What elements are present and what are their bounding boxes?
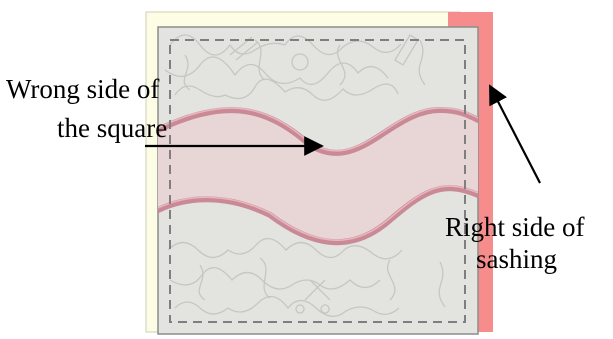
square-wrong-side (157, 26, 479, 335)
wavy-band-top-edge-highlight (158, 107, 478, 152)
wavy-band-bottom-edge-highlight (158, 185, 478, 241)
label-right-side-line1: Right side of (445, 212, 585, 242)
wavy-band-bottom-edge (158, 185, 478, 246)
right-side-arrow (489, 84, 541, 184)
wavy-band-top-edge (158, 106, 478, 156)
label-wrong-side-line2: the square (57, 113, 167, 143)
label-right-side-line2: sashing (476, 244, 557, 274)
label-wrong-side-line1: Wrong side of (6, 74, 159, 104)
quilting-pattern (164, 34, 446, 317)
seam-dashed-line (169, 39, 466, 323)
wavy-band (158, 110, 478, 243)
